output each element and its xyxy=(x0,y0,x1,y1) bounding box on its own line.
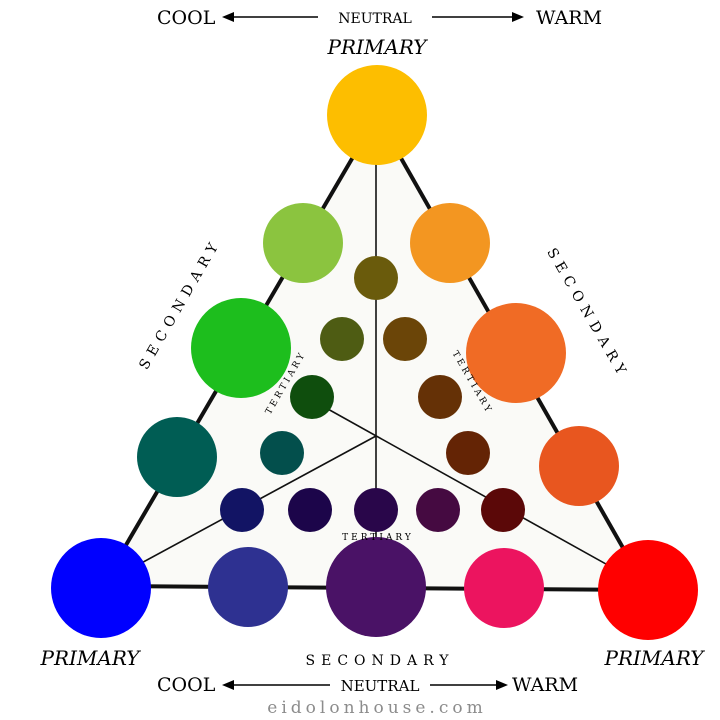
tertiary-deep-purple-circle xyxy=(354,488,398,532)
orange-circle xyxy=(466,303,566,403)
right-axis-line xyxy=(291,388,641,584)
bottom-warm-arrowhead xyxy=(496,680,508,690)
bottom-warm-label: WARM xyxy=(512,674,578,696)
top-cool-arrowhead xyxy=(222,12,234,22)
primary-top-label: PRIMARY xyxy=(327,35,429,59)
blue-violet-circle xyxy=(208,547,288,627)
yellow-orange-circle xyxy=(410,203,490,283)
bottom-cool-label: COOL xyxy=(157,674,216,696)
tertiary-maroon-brown-circle xyxy=(446,431,490,475)
violet-circle xyxy=(326,537,426,637)
primary-left-label: PRIMARY xyxy=(40,646,142,670)
footer-site-text: eidolonhouse.com xyxy=(267,698,486,718)
secondary-bottom-label: SECONDARY xyxy=(306,653,455,669)
red-violet-circle xyxy=(464,548,544,628)
tertiary-bottom-label: TERTIARY xyxy=(342,533,414,543)
top-warm-label: WARM xyxy=(536,7,602,29)
bottom-neutral-label: NEUTRAL xyxy=(341,677,420,695)
tertiary-navy-circle xyxy=(220,488,264,532)
tertiary-olive-green-circle xyxy=(320,317,364,361)
top-cool-label: COOL xyxy=(157,7,216,29)
tertiary-teal-circle xyxy=(260,431,304,475)
primary-blue-circle xyxy=(51,538,151,638)
green-circle xyxy=(191,298,291,398)
tertiary-brown-red-circle xyxy=(418,375,462,419)
tertiary-indigo-circle xyxy=(288,488,332,532)
primary-yellow-circle xyxy=(327,65,427,165)
bottom-cool-arrowhead xyxy=(222,680,234,690)
primary-red-circle xyxy=(598,540,698,640)
tertiary-brown-circle xyxy=(383,317,427,361)
tertiary-dark-green-circle xyxy=(290,375,334,419)
tertiary-plum-circle xyxy=(416,488,460,532)
top-neutral-label: NEUTRAL xyxy=(338,11,412,27)
primary-right-label: PRIMARY xyxy=(604,646,706,670)
blue-green-circle xyxy=(137,417,217,497)
tertiary-oxblood-circle xyxy=(481,488,525,532)
red-orange-circle xyxy=(539,426,619,506)
tertiary-olive-circle xyxy=(354,256,398,300)
top-warm-arrowhead xyxy=(512,12,524,22)
yellow-green-circle xyxy=(263,203,343,283)
triangle-background xyxy=(101,112,648,592)
